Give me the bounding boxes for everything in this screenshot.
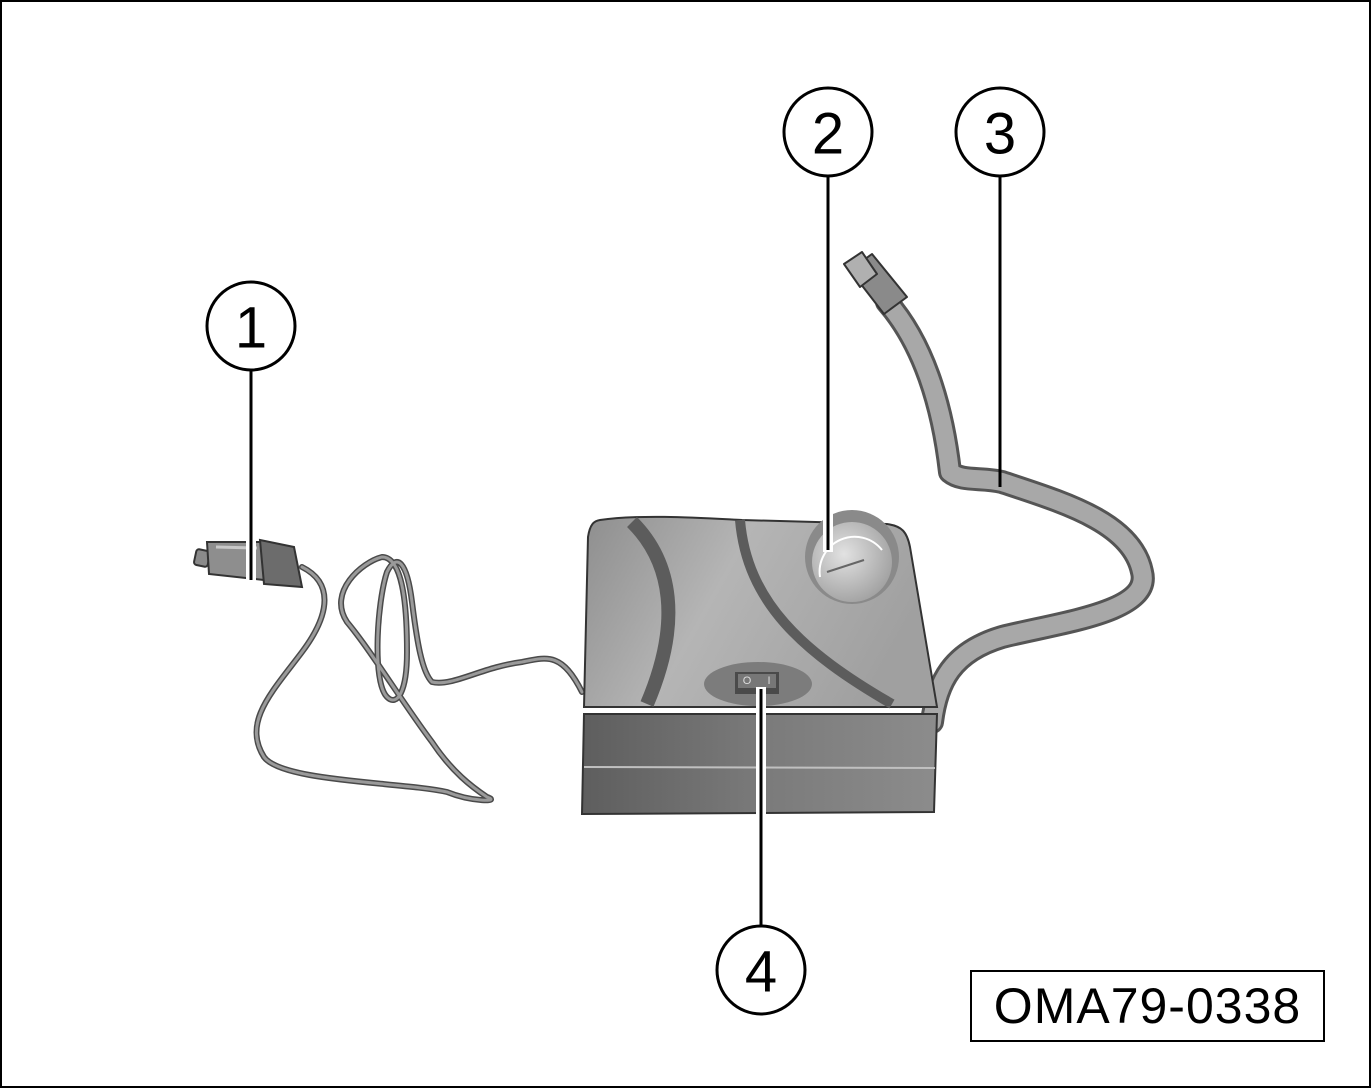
switch-off-label: O [743,675,752,687]
callout-4: 4 [715,924,807,1016]
callout-4-number: 4 [745,940,777,1005]
callout-3-number: 3 [984,102,1016,167]
callout-1-number: 1 [235,296,267,361]
figure-code-label: OMA79-0338 [970,970,1325,1042]
power-cable [253,554,585,804]
pressure-gauge [805,510,899,604]
power-switch[interactable]: O I [704,662,812,706]
callout-3: 3 [954,86,1046,178]
callout-2-number: 2 [812,102,844,167]
air-hose [843,251,1155,734]
callout-2: 2 [782,86,874,178]
switch-on-label: I [767,675,770,687]
callout-leaders [246,177,1002,926]
callout-1: 1 [205,280,297,372]
